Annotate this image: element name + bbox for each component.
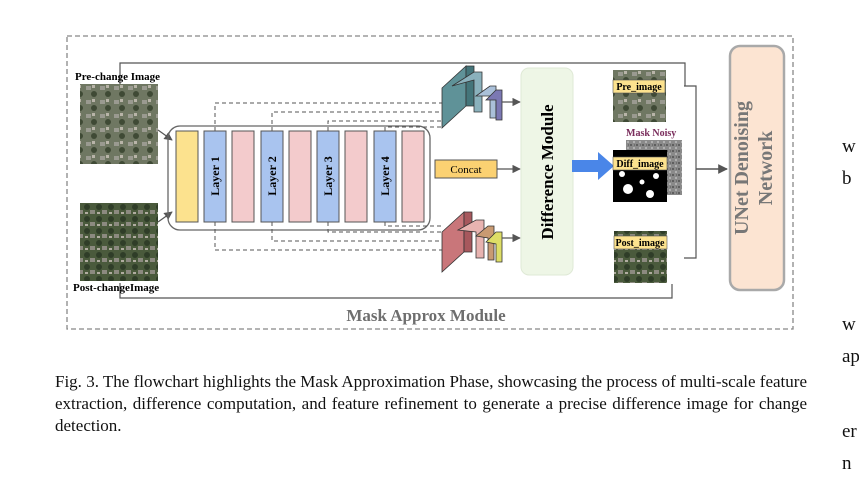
layer-4-block	[373, 130, 397, 223]
diff-image-tag-bg	[612, 156, 668, 171]
layer-3-label: Layer 3	[321, 156, 335, 195]
mask-approx-module-border	[66, 35, 794, 330]
difference-output-arrow	[572, 152, 614, 180]
pre-change-image	[80, 84, 158, 164]
layer-4-label: Layer 4	[378, 156, 392, 195]
stem-block	[175, 130, 199, 223]
side-text-fragment: w	[842, 136, 856, 157]
layer-1-block	[203, 130, 227, 223]
side-text-fragment: w	[842, 314, 856, 335]
pre-image-label: Pre-change Image	[75, 71, 160, 83]
post-image-skip-line	[119, 283, 673, 299]
mask-approx-flowchart: Pre-change Image Post-changeImage Layer …	[66, 35, 794, 330]
post-change-image	[80, 203, 158, 281]
pink-block-2	[288, 130, 312, 223]
layer-1-label: Layer 1	[208, 156, 222, 195]
encoder-frame	[167, 125, 431, 231]
top-feature-pyramid	[441, 65, 503, 129]
diff-image-tag: Diff_image	[616, 159, 664, 170]
layer-3-block	[316, 130, 340, 223]
bottom-feature-pyramid	[441, 211, 503, 273]
side-text-fragment: n	[842, 453, 852, 474]
side-text-fragment: b	[842, 168, 852, 189]
post-image-tag-bg	[613, 235, 668, 250]
pre-image-tag-bg	[612, 79, 666, 94]
post-image-label: Post-changeImage	[73, 282, 159, 294]
concat-label: Concat	[450, 164, 481, 176]
side-text-fragment: er	[842, 421, 857, 442]
pre-to-encoder-arrow	[157, 129, 173, 141]
lower-skip-connections	[214, 222, 442, 251]
pink-block-3	[344, 130, 368, 223]
diff-image-change-blobs	[619, 171, 659, 198]
upper-skip-connections	[214, 102, 442, 131]
unet-denoising-box	[728, 44, 786, 292]
figure-caption: Fig. 3. The flowchart highlights the Mas…	[55, 372, 807, 435]
unet-label-line1: UNet Denoising	[731, 101, 753, 235]
unet-label-line2: Network	[755, 130, 777, 205]
layer-2-label: Layer 2	[265, 156, 279, 195]
merge-bracket	[684, 85, 697, 259]
layer-2-block	[260, 130, 284, 223]
pre-image-skip-line	[119, 62, 686, 86]
pink-block-4	[401, 130, 425, 223]
mask-noisy-label: Mask Noisy	[626, 128, 676, 139]
pre-image-thumbnail	[613, 70, 666, 122]
mask-approx-module-label: Mask Approx Module	[346, 306, 506, 325]
difference-module-label: Difference Module	[538, 104, 557, 240]
post-to-encoder-arrow	[157, 211, 173, 223]
post-image-tag: Post_image	[616, 238, 665, 249]
pre-image-tag: Pre_image	[616, 82, 662, 93]
side-text-fragment: ap	[842, 346, 859, 367]
pink-block-1	[231, 130, 255, 223]
